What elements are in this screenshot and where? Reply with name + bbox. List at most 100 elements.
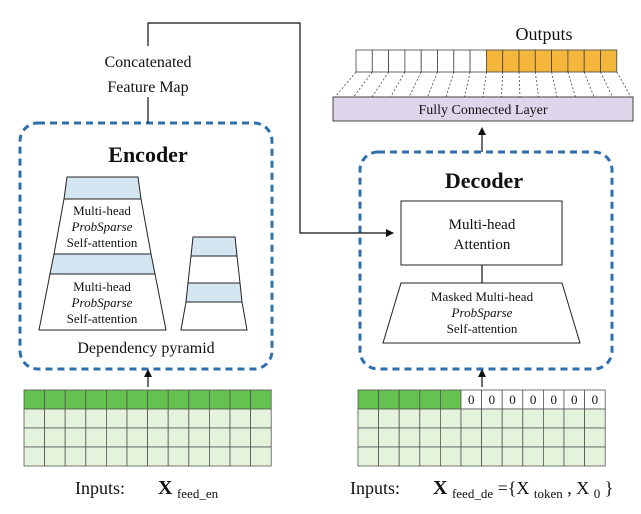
encoder-input-cell — [250, 446, 272, 467]
decoder-input-cell — [522, 408, 544, 429]
decoder-input-cell — [378, 408, 400, 429]
encoder-input-cell — [44, 427, 66, 448]
decoder-input-cell — [419, 408, 441, 429]
decoder-input-cell — [543, 427, 565, 448]
decoder-input-cell — [501, 446, 524, 467]
decoder-var-sub2: token — [534, 486, 563, 501]
encoder-input-cell — [44, 389, 66, 410]
decoder-input-cell — [481, 427, 503, 448]
decoder-input-cell — [419, 446, 441, 467]
decoder-input-cell — [439, 408, 462, 429]
output-cell — [355, 49, 373, 73]
encoder-input-cell — [106, 389, 128, 410]
encoder-input-cell — [167, 427, 190, 448]
encoder-attention-stack — [38, 176, 167, 331]
encoder-input-cell — [64, 427, 87, 448]
encoder-input-cell — [208, 446, 231, 467]
decoder-input-cell — [501, 408, 524, 429]
output-cell — [453, 49, 471, 73]
output-cell — [567, 49, 585, 73]
encoder-input-cell — [229, 446, 252, 467]
decoder-zero-label: 0 — [571, 392, 578, 407]
decoder-title: Decoder — [445, 168, 523, 193]
pyramid-top-band — [190, 236, 238, 257]
encoder-input-cell — [44, 446, 66, 467]
decoder-zero-label: 0 — [530, 392, 537, 407]
encoder-bottom-line1: Multi-head — [73, 279, 131, 294]
output-cell — [420, 49, 438, 73]
decoder-input-cell — [357, 446, 380, 467]
encoder-var-sub: feed_en — [177, 486, 219, 501]
decoder-zero-label: 0 — [592, 392, 599, 407]
pyramid-middle-band — [185, 282, 243, 303]
output-connector-line — [583, 71, 595, 98]
encoder-var-main: X — [158, 477, 173, 499]
encoder-title: Encoder — [108, 142, 188, 167]
output-connector-line — [567, 71, 576, 98]
decoder-input-cell — [419, 389, 441, 410]
encoder-input-cell — [85, 427, 107, 448]
output-cell — [502, 49, 520, 73]
decoder-input-cell — [460, 408, 483, 429]
encoder-input-cell — [188, 446, 210, 467]
output-cell — [534, 49, 552, 73]
encoder-input-cell — [126, 389, 149, 410]
decoder-input-cell — [460, 427, 483, 448]
pyramid-white-band-1 — [187, 255, 241, 284]
pyramid-white-band-2 — [180, 301, 248, 331]
encoder-input-cell — [85, 389, 107, 410]
decoder-input-cell — [522, 427, 544, 448]
output-connector-line — [353, 71, 373, 98]
encoder-input-cell — [126, 408, 149, 429]
encoder-middle-blue-band — [49, 253, 156, 275]
encoder-inputs-label: Inputs: — [75, 478, 125, 498]
decoder-var-tail: , X — [567, 478, 589, 498]
decoder-input-cell — [398, 408, 421, 429]
decoder-mha-line1: Multi-head — [449, 217, 516, 233]
output-connector-line — [408, 71, 422, 98]
encoder-input-cell — [64, 446, 87, 467]
output-connector-line — [600, 71, 613, 98]
decoder-input-cell — [584, 427, 606, 448]
concat-label-line1: Concatenated — [104, 54, 191, 71]
output-connector-line — [551, 71, 558, 98]
encoder-input-cell — [85, 408, 107, 429]
encoder-bottom-line3: Self-attention — [67, 311, 138, 326]
decoder-input-cell — [460, 446, 483, 467]
concat-label-line2: Feature Map — [107, 79, 188, 96]
output-cell — [371, 49, 389, 73]
decoder-input-cell — [398, 446, 421, 467]
decoder-input-cell — [501, 427, 524, 448]
decoder-inputs-label: Inputs: — [350, 478, 400, 498]
fc-layer-label: Fully Connected Layer — [418, 103, 547, 118]
output-cell — [469, 49, 487, 73]
output-connector-line — [482, 71, 487, 98]
encoder-input-cell — [106, 446, 128, 467]
encoder-input-cell — [229, 427, 252, 448]
decoder-input-cell — [481, 408, 503, 429]
decoder-input-cell — [481, 446, 503, 467]
decoder-mha-box — [400, 200, 563, 266]
encoder-input-cell — [44, 408, 66, 429]
output-dotted-connectors — [334, 71, 632, 98]
encoder-input-cell — [188, 408, 210, 429]
encoder-input-cell — [126, 427, 149, 448]
encoder-input-cell — [147, 427, 169, 448]
output-connector-line — [534, 71, 539, 98]
encoder-input-cell — [188, 427, 210, 448]
decoder-masked-attention-block — [382, 282, 581, 344]
encoder-input-cell — [229, 408, 252, 429]
encoder-input-cell — [208, 389, 231, 410]
decoder-input-cell — [584, 446, 606, 467]
encoder-input-cell — [23, 446, 46, 467]
encoder-input-cell — [250, 427, 272, 448]
output-connector-line — [518, 71, 521, 98]
output-cell — [551, 49, 569, 73]
decoder-dashed-box — [358, 150, 614, 371]
decoder-input-cell — [357, 389, 380, 410]
decoder-zero-label: 0 — [509, 392, 516, 407]
output-connector-line — [334, 71, 357, 98]
output-cell — [583, 49, 601, 73]
decoder-var-sub: feed_de — [452, 486, 493, 501]
